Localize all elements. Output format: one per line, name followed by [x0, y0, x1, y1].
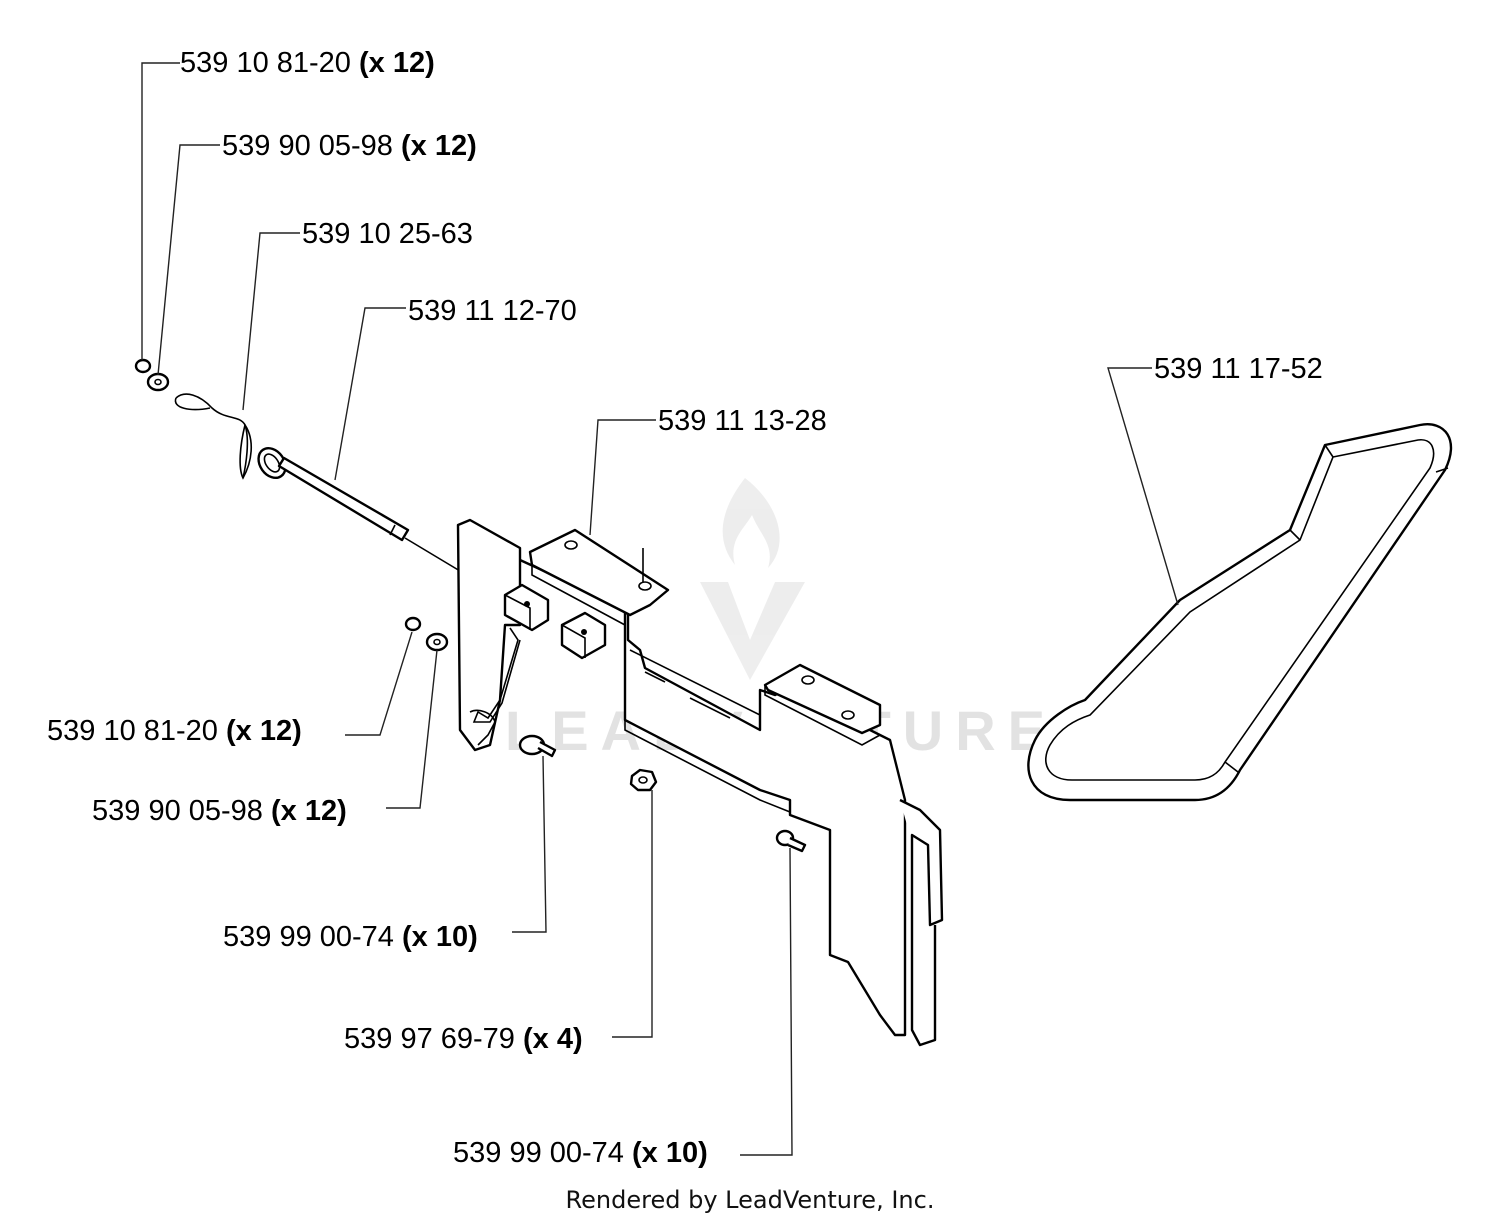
- leader-lines: [141, 62, 1179, 1156]
- carriage-bolt-part: [518, 734, 557, 758]
- callout-label-4: 539 11 12-70: [408, 295, 577, 327]
- bolt-part: [775, 829, 807, 853]
- callout-label-10: 539 97 69-79 (x 4): [344, 1023, 583, 1055]
- hex-nut-part: [629, 768, 658, 792]
- callout-label-5: 539 11 13-28: [658, 405, 827, 437]
- callout-label-11: 539 99 00-74 (x 10): [453, 1137, 708, 1169]
- lanyard-cable-part: [174, 393, 252, 480]
- washer-part: [146, 372, 170, 392]
- lock-nut-part-2: [404, 616, 422, 632]
- callout-label-6: 539 11 17-52: [1154, 353, 1323, 385]
- drive-belt-part: [1027, 423, 1453, 802]
- callout-label-1: 539 10 81-20 (x 12): [180, 47, 435, 79]
- rubber-block-part: [503, 583, 607, 660]
- callout-label-8: 539 90 05-98 (x 12): [92, 795, 347, 827]
- callout-label-2: 539 90 05-98 (x 12): [222, 130, 477, 162]
- watermark-logo: [700, 478, 805, 680]
- mounting-bracket-part: [456, 518, 944, 1047]
- callout-label-3: 539 10 25-63: [302, 218, 473, 250]
- washer-part-2: [425, 632, 449, 652]
- callout-label-7: 539 10 81-20 (x 12): [47, 715, 302, 747]
- footer-credit: Rendered by LeadVenture, Inc.: [566, 1186, 935, 1214]
- callout-label-9: 539 99 00-74 (x 10): [223, 921, 478, 953]
- lock-nut-part: [134, 358, 152, 374]
- hitch-pin-part: [257, 446, 506, 599]
